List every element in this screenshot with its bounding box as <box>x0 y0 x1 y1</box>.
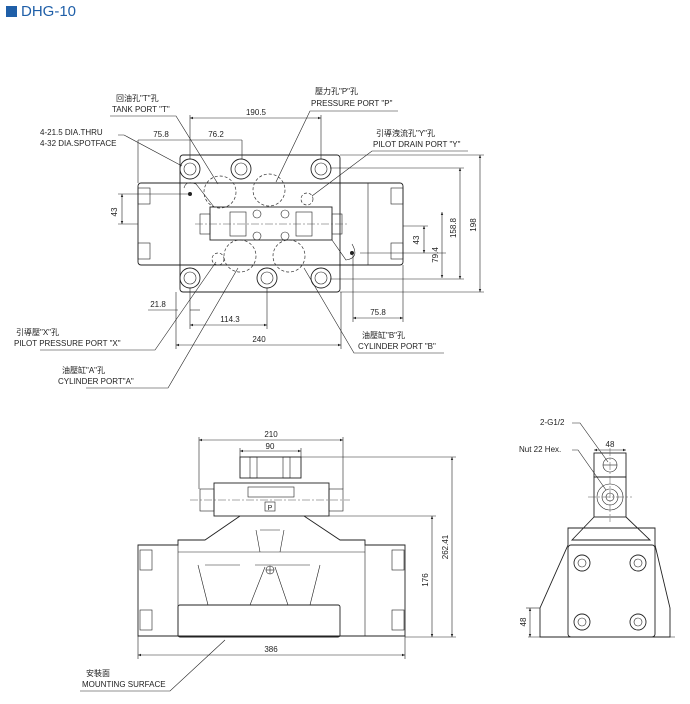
dim-90: 90 <box>266 442 275 451</box>
pilot-valve-top <box>239 456 302 479</box>
pressure-port-label: PRESSURE PORT "P" <box>311 99 393 108</box>
drain-port-label: PILOT DRAIN PORT "Y" <box>373 140 461 149</box>
drain-port-label-cn: 引導洩流孔"Y"孔 <box>376 128 435 138</box>
pilot-port-label: PILOT PRESSURE PORT "X" <box>14 339 121 348</box>
dim-75-8-bottom: 75.8 <box>370 308 386 317</box>
mounting-surface-label-cn: 安裝面 <box>86 668 110 678</box>
dim-114-3: 114.3 <box>220 315 240 324</box>
dim-75-8-top: 75.8 <box>153 130 169 139</box>
side-bolt-holes <box>573 554 647 631</box>
dim-48-side: 48 <box>519 617 528 626</box>
cylinder-a-label-cn: 油壓缸"A"孔 <box>62 365 105 375</box>
cylinder-a-label: CYLINDER PORT"A" <box>58 377 134 386</box>
dim-43-left: 43 <box>110 207 119 216</box>
cylinder-b-label-cn: 油壓缸"B"孔 <box>362 330 405 340</box>
mounting-plate-outline <box>179 154 341 293</box>
top-view: 190.5 75.8 76.2 43 43 79.4 158.8 198 21.… <box>14 86 484 389</box>
cylinder-b-label: CYLINDER PORT "B" <box>358 342 436 351</box>
side-view: 48 48 2-G1/2 Nut 22 Hex. <box>519 418 675 638</box>
dim-240: 240 <box>252 335 266 344</box>
holes-thru-label: 4-21.5 DIA.THRU <box>40 128 103 137</box>
solenoid-top <box>209 206 333 241</box>
dim-198: 198 <box>469 218 478 232</box>
dim-76-2: 76.2 <box>208 130 224 139</box>
port-circles <box>203 173 314 273</box>
dim-48-top: 48 <box>606 440 615 449</box>
dim-262-41: 262.41 <box>441 534 450 559</box>
dim-158-8: 158.8 <box>449 217 458 238</box>
dim-386: 386 <box>264 645 278 654</box>
title-marker <box>6 6 17 17</box>
holes-spotface-label: 4-32 DIA.SPOTFACE <box>40 139 116 148</box>
dim-176: 176 <box>421 573 430 587</box>
title-text: DHG-10 <box>21 3 77 20</box>
front-view: P 210 90 386 176 262.41 安裝面 MOUNTING SUR… <box>80 430 456 692</box>
pressure-port-label-cn: 壓力孔"P"孔 <box>315 86 358 96</box>
pilot-port-label-cn: 引導壓"X"孔 <box>16 327 59 337</box>
nut-hex-label: Nut 22 Hex. <box>519 445 561 454</box>
mounting-base <box>177 604 341 638</box>
mounting-surface-label: MOUNTING SURFACE <box>82 680 166 689</box>
p-port-mark: P <box>268 505 273 512</box>
dim-79-4: 79.4 <box>431 247 440 263</box>
port-g1-2-label: 2-G1/2 <box>540 418 565 427</box>
dim-210: 210 <box>264 430 278 439</box>
bolt-holes <box>179 158 332 289</box>
dim-190-5: 190.5 <box>246 108 267 117</box>
dim-21-8: 21.8 <box>150 300 166 309</box>
diagram-title: DHG-10 <box>6 3 76 20</box>
tank-port-label-cn: 回油孔"T"孔 <box>116 93 159 103</box>
tank-port-label: TANK PORT "T" <box>112 105 170 114</box>
dim-43-right: 43 <box>412 235 421 244</box>
